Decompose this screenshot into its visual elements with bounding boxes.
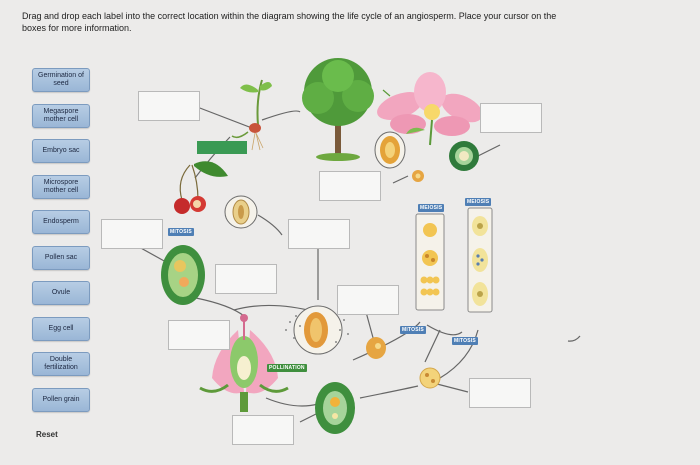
tag-mitosis-left: MITOSIS — [168, 228, 194, 236]
highlight-bar — [197, 141, 247, 154]
tag-mitosis-right: MITOSIS — [452, 337, 478, 345]
drop-zone-1[interactable] — [138, 91, 200, 121]
drop-zone-10[interactable] — [232, 415, 294, 445]
fruit-cherries-icon — [174, 161, 228, 214]
embryo-sac-detail-icon — [315, 382, 355, 434]
anther-section-icon — [161, 245, 205, 305]
tree-icon — [302, 58, 374, 161]
drop-zone-9[interactable] — [469, 378, 531, 408]
drop-zone-3[interactable] — [319, 171, 381, 201]
meiosis-column-left — [416, 214, 444, 310]
drop-zone-7[interactable] — [337, 285, 399, 315]
germinating-seed-icon — [232, 80, 272, 150]
tag-mitosis-middle: MITOSIS — [400, 326, 426, 334]
drop-zone-2[interactable] — [480, 103, 542, 133]
drop-zone-8[interactable] — [168, 320, 230, 350]
drop-zone-5[interactable] — [288, 219, 350, 249]
ovary-detail-icon — [449, 141, 479, 171]
pollen-grain-icon — [366, 337, 386, 359]
drop-zone-6[interactable] — [215, 264, 277, 294]
tag-pollination: POLLINATION — [267, 364, 307, 372]
tag-meiosis-right: MEIOSIS — [465, 198, 491, 206]
tag-meiosis-left: MEIOSIS — [418, 204, 444, 212]
drop-zone-4[interactable] — [101, 219, 163, 249]
anther-detail-icon — [375, 132, 405, 168]
microspore-icon — [412, 170, 424, 182]
meiosis-column-right — [468, 208, 492, 312]
seed-detail-icon — [225, 196, 257, 228]
megaspore-icon — [420, 368, 440, 388]
